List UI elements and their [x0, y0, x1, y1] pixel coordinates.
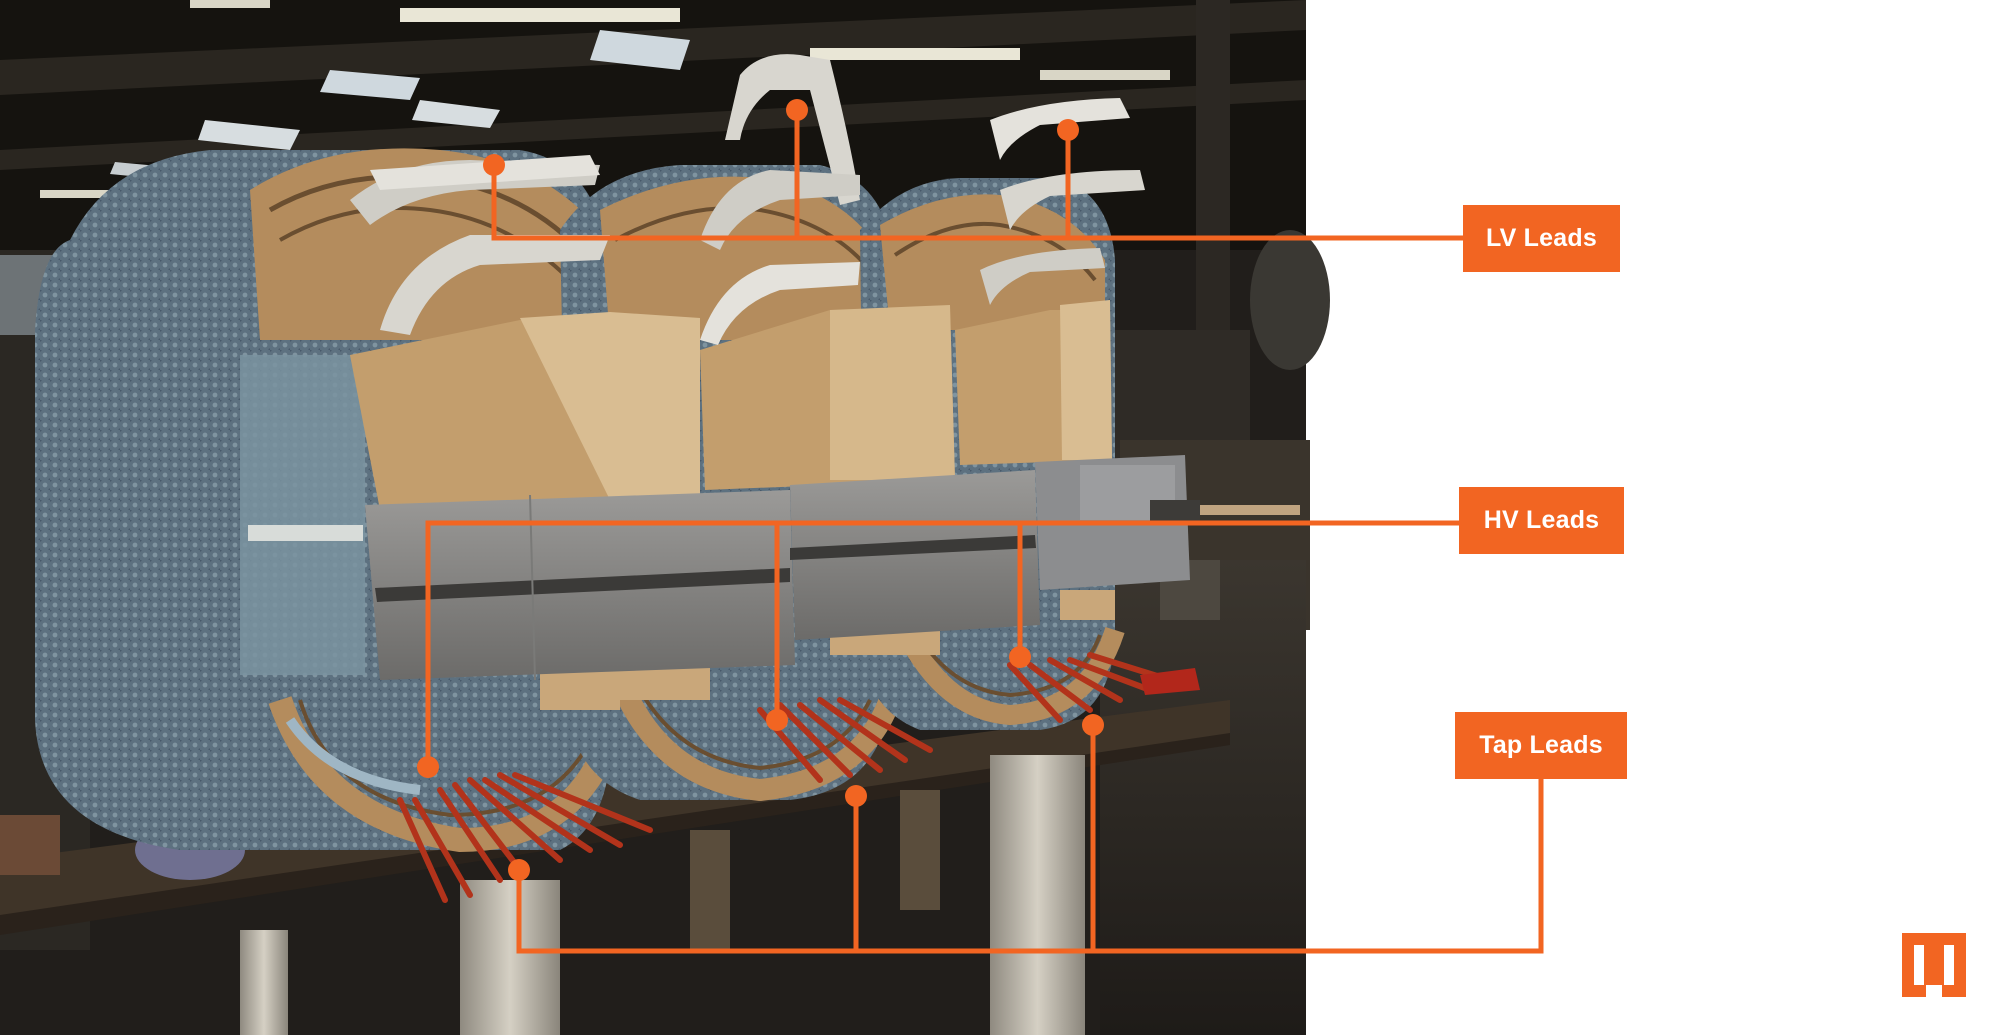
tap-anchor-dot [1082, 714, 1104, 736]
red-handle [1140, 668, 1200, 695]
callout-lines [425, 110, 1544, 954]
tap-anchor-dot [845, 785, 867, 807]
cardboard-blocks [350, 300, 1115, 710]
lv-lead-foils [350, 54, 1145, 345]
lv-anchor-dot [483, 154, 505, 176]
tap-leads-label: Tap Leads [1455, 712, 1627, 779]
hv-anchor-dot [417, 756, 439, 778]
callout-anchor-dots [417, 99, 1104, 881]
lv-anchor-dot [786, 99, 808, 121]
lv-leads-label: LV Leads [1463, 205, 1620, 272]
hv-leads-label: HV Leads [1459, 487, 1624, 554]
insulation-panel [240, 355, 365, 675]
copper-leads [397, 652, 1173, 903]
tap-anchor-dot [508, 859, 530, 881]
hv-anchor-dot [1009, 646, 1031, 668]
hv-anchor-dot [766, 709, 788, 731]
lv-anchor-dot [1057, 119, 1079, 141]
insulation-strap [248, 525, 363, 541]
brand-logo-icon [1902, 933, 1966, 997]
